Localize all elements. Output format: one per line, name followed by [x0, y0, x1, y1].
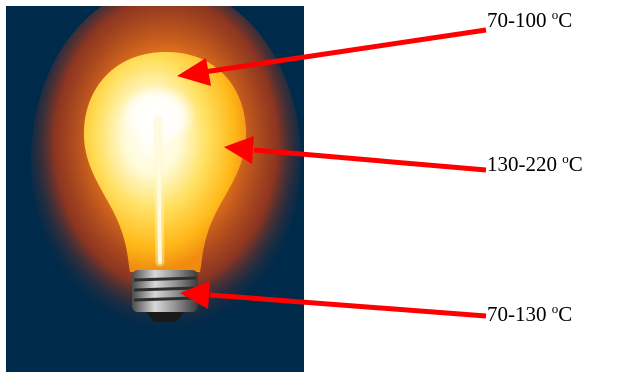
filament [156, 118, 162, 264]
base-thread [133, 296, 197, 302]
bulb-hotspot [120, 85, 196, 145]
arrow-top-line [203, 27, 487, 75]
label-bottom: 70-130 oC [487, 301, 572, 326]
label-top: 70-100 oC [487, 7, 572, 32]
filament-glow [153, 115, 165, 267]
bulb-tip [146, 312, 184, 322]
arrow-middle-line [253, 147, 487, 173]
arrow-bottom-head [180, 281, 210, 309]
label-middle: 130-220 oC [487, 151, 583, 176]
arrow-middle-head [224, 136, 254, 164]
base-thread [133, 276, 197, 282]
base-thread [133, 286, 197, 292]
arrow-top-head [177, 58, 211, 86]
arrow-bottom-line [209, 292, 487, 319]
light-bulb [31, 6, 301, 335]
